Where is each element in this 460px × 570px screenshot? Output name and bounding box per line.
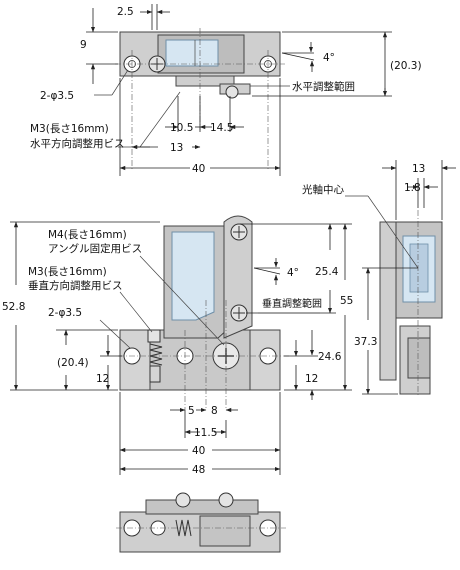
front-label-m4-line1: M4(長さ16mm) — [48, 229, 127, 241]
front-dim-11-5: 11.5 — [194, 427, 217, 439]
top-dim-2-5: 2.5 — [117, 6, 134, 18]
front-dim-52-8: 52.8 — [2, 301, 25, 313]
top-label-2phi: 2-φ3.5 — [40, 90, 74, 102]
top-view: 2.5 9 4° (20.3) 水平調整範囲 2-φ3.5 M3(長さ16mm)… — [30, 4, 422, 176]
front-dim-24-6: 24.6 — [318, 351, 342, 363]
front-label-m3-line2: 垂直方向調整用ビス — [28, 279, 123, 292]
front-label-vertical-range: 垂直調整範囲 — [262, 297, 322, 310]
top-dim-40: 40 — [192, 163, 205, 175]
front-m3-screw-head — [147, 329, 161, 343]
front-label-m3-line1: M3(長さ16mm) — [28, 266, 107, 278]
side-view: 13 1.8 光軸中心 37.3 — [302, 160, 456, 395]
top-dim-9: 9 — [80, 39, 87, 51]
side-label-optical-axis: 光軸中心 — [302, 183, 344, 196]
front-dim-angle: 4° — [287, 267, 299, 279]
front-dim-20-4: (20.4) — [57, 357, 89, 369]
front-spring — [149, 343, 163, 366]
front-view: 52.8 M4(長さ16mm) アングル固定用ビス M3(長さ16mm) 垂直方… — [2, 215, 353, 476]
front-dim-12-left: 12 — [96, 373, 109, 385]
top-dim-20-3: (20.3) — [390, 60, 422, 72]
front-dim-25-4: 25.4 — [315, 266, 339, 278]
front-label-2phi: 2-φ3.5 — [48, 307, 82, 319]
top-dim-10-5: 10.5 — [170, 122, 193, 134]
front-label-m4-line2: アングル固定用ビス — [48, 242, 142, 255]
front-dim-40: 40 — [192, 445, 205, 457]
front-dim-48: 48 — [192, 464, 205, 476]
front-sensor-lens — [171, 231, 215, 321]
side-dim-37-3: 37.3 — [354, 336, 377, 348]
side-bracket — [379, 221, 397, 381]
top-label-m3-line2: 水平方向調整用ビス — [30, 137, 125, 150]
bottom-view — [116, 492, 286, 553]
side-dim-1-8: 1.8 — [404, 182, 421, 194]
front-dim-8: 8 — [211, 405, 218, 417]
side-dim-13: 13 — [412, 163, 425, 175]
front-dim-12-right: 12 — [305, 373, 318, 385]
front-dim-55: 55 — [340, 295, 353, 307]
top-label-m3-line1: M3(長さ16mm) — [30, 123, 109, 135]
top-dim-angle: 4° — [323, 52, 335, 64]
top-sensor-lens — [165, 39, 219, 67]
front-dim-5: 5 — [188, 405, 195, 417]
top-label-horizontal-range: 水平調整範囲 — [292, 80, 355, 93]
top-dim-13: 13 — [170, 142, 183, 154]
top-dim-14-5: 14.5 — [210, 122, 233, 134]
